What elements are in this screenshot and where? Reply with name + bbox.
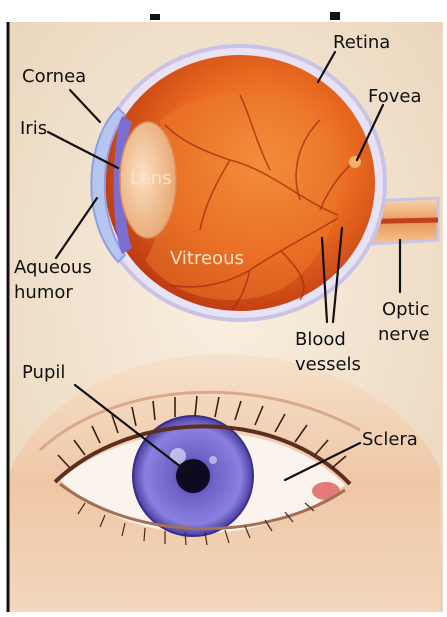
label-cornea: Cornea	[22, 66, 86, 87]
iris-highlight-small	[209, 456, 217, 464]
label-optic: Optic	[382, 299, 430, 320]
label-retina: Retina	[333, 32, 390, 53]
label-sclera: Sclera	[362, 429, 418, 450]
label-humor: humor	[14, 282, 73, 303]
clipped-text-fragment-2	[330, 12, 340, 20]
clipped-text-fragment-1	[150, 14, 160, 20]
pupil	[176, 459, 210, 493]
label-fovea: Fovea	[368, 86, 421, 107]
label-pupil: Pupil	[22, 362, 65, 383]
label-vessels: vessels	[295, 354, 361, 375]
label-blood: Blood	[295, 329, 346, 350]
label-iris: Iris	[20, 118, 47, 139]
label-nerve: nerve	[378, 324, 430, 345]
label-vitreous: Vitreous	[170, 248, 244, 269]
label-lens: Lens	[130, 168, 172, 189]
label-aqueous: Aqueous	[14, 257, 92, 278]
